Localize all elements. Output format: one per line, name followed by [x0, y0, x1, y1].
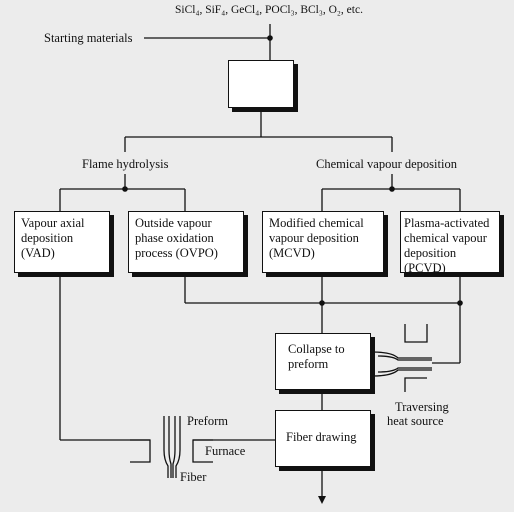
preform-shape	[163, 416, 169, 478]
junction-dot	[457, 300, 463, 306]
mcvd-line: (MCVD)	[269, 246, 315, 260]
junction-dot	[319, 300, 325, 306]
collapse-box: Collapse to preform	[275, 333, 371, 390]
pcvd-line: chemical vapour	[404, 231, 487, 245]
fiber-label: Fiber	[180, 470, 207, 484]
mcvd-line: Modified chemical	[269, 216, 364, 230]
heat-source-bottom-bracket	[404, 377, 427, 392]
ovpo-line: phase oxidation	[135, 231, 214, 245]
vad-line: Vapour axial	[21, 216, 85, 230]
starting-materials-box	[228, 60, 294, 108]
heat-source-top-bracket	[404, 324, 428, 343]
collapse-tube-top	[371, 351, 432, 359]
furnace-left-bracket	[130, 439, 151, 463]
pcvd-box: Plasma-activated chemical vapour deposit…	[400, 211, 500, 275]
mcvd-line: vapour deposition	[269, 231, 359, 245]
cvd-label: Chemical vapour deposition	[316, 157, 457, 171]
ovpo-line: Outside vapour	[135, 216, 212, 230]
traversing-label: Traversing	[395, 400, 449, 414]
vad-line: deposition	[21, 231, 74, 245]
preform-shape-inner-left	[168, 416, 172, 478]
heat-source-label: heat source	[387, 414, 444, 428]
flame-hydrolysis-label: Flame hydrolysis	[82, 157, 169, 171]
furnace-right-bracket	[192, 439, 213, 463]
furnace-label: Furnace	[205, 444, 246, 458]
junction-dot	[267, 35, 273, 41]
pcvd-line: deposition (PCVD)	[404, 246, 457, 275]
junction-dot	[122, 186, 128, 192]
fiber-drawing-label: Fiber drawing	[286, 430, 357, 444]
preform-label: Preform	[187, 414, 228, 428]
collapse-tube-top-inner	[377, 355, 432, 361]
chemicals-list: SiCl₄, SiF₄, GeCl₄, POCl₃, BCl₃, O₂, etc…	[175, 4, 363, 16]
fiber-drawing-box: Fiber drawing	[275, 410, 371, 467]
preform-shape-inner-right	[172, 416, 176, 478]
collapse-line: preform	[288, 357, 329, 371]
mcvd-box: Modified chemical vapour deposition (MCV…	[262, 211, 384, 273]
vad-line: (VAD)	[21, 246, 55, 260]
preform-shape-right	[175, 416, 181, 478]
collapse-line: Collapse to	[288, 342, 345, 356]
vad-box: Vapour axial deposition (VAD)	[14, 211, 110, 273]
pcvd-line: Plasma-activated	[404, 216, 490, 230]
starting-materials-label: Starting materials	[44, 31, 133, 45]
ovpo-line: process (OVPO)	[135, 246, 218, 260]
ovpo-box: Outside vapour phase oxidation process (…	[128, 211, 244, 273]
output-arrow-head	[318, 496, 326, 504]
collapse-tube-bottom	[371, 369, 432, 377]
junction-dot	[389, 186, 395, 192]
collapse-tube-bottom-inner	[377, 367, 432, 373]
